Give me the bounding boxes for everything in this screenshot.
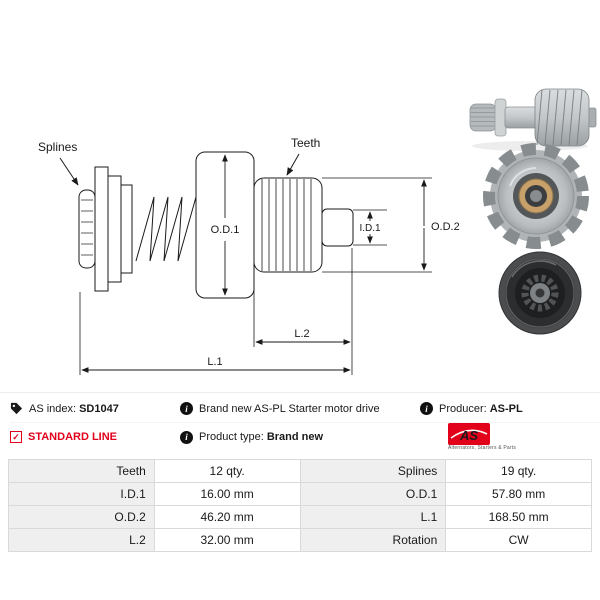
spec-label: Splines	[299, 459, 447, 483]
flange-stack	[94, 166, 133, 292]
spec-label: O.D.1	[299, 482, 447, 506]
logo-tagline: Alternators, Starters & Parts	[448, 445, 517, 451]
product-type-row: i Product type: Brand new	[180, 423, 420, 451]
spec-value: 32.00 mm	[153, 528, 301, 552]
pinion-shaft	[321, 208, 354, 247]
drawing-area: O.D.1 Splines Teeth	[38, 88, 597, 375]
info-column-producer: i Producer: AS-PL AS Alternators, Starte…	[420, 395, 600, 451]
dim-l1: L.1	[79, 292, 351, 375]
dim-l2: L.2	[253, 248, 353, 375]
producer-label: Producer:	[439, 402, 487, 415]
photo-damper-ring	[498, 251, 582, 335]
info-icon: i	[180, 402, 193, 415]
as-pl-logo: AS Alternators, Starters & Parts	[448, 423, 516, 451]
producer-row: i Producer: AS-PL	[420, 395, 600, 423]
label-splines: Splines	[38, 140, 79, 186]
info-icon: i	[420, 402, 433, 415]
label-teeth: Teeth	[286, 136, 320, 176]
spring	[135, 196, 197, 262]
check-icon: ✓	[10, 431, 22, 443]
splines-arrow	[59, 157, 79, 186]
spec-label: L.2	[8, 528, 155, 552]
spec-value: CW	[445, 528, 592, 552]
photo-shaft-gear	[469, 88, 597, 151]
as-index-value: SD1047	[79, 402, 119, 415]
table-row: I.D.1 16.00 mm O.D.1 57.80 mm	[8, 482, 592, 506]
spline-end	[78, 189, 96, 269]
dim-od2: O.D.2	[322, 177, 460, 273]
spec-table: Teeth 12 qty. Splines 19 qty. I.D.1 16.0…	[8, 459, 592, 552]
logo-text: AS	[459, 428, 478, 443]
spec-label: Teeth	[8, 459, 155, 483]
spec-label: Rotation	[299, 528, 447, 552]
brand-new-text: Brand new AS-PL Starter motor drive	[199, 402, 380, 415]
product-info-bar: AS index: SD1047 ✓ STANDARD LINE i Brand…	[0, 392, 600, 453]
technical-drawing: O.D.1 Splines Teeth	[38, 136, 460, 375]
as-index-row: AS index: SD1047	[10, 395, 180, 423]
tag-icon	[10, 402, 23, 415]
as-index-label: AS index:	[29, 402, 77, 415]
od2-label: O.D.2	[431, 221, 460, 233]
l2-label: L.2	[294, 328, 309, 340]
spec-label: L.1	[299, 505, 447, 529]
product-type-label: Product type:	[199, 431, 264, 443]
spec-value: 16.00 mm	[153, 482, 301, 506]
spec-value: 57.80 mm	[445, 482, 592, 506]
standard-line-label: STANDARD LINE	[28, 431, 118, 443]
id1-label: I.D.1	[359, 223, 381, 234]
standard-line-row: ✓ STANDARD LINE	[10, 423, 180, 451]
info-column-index: AS index: SD1047 ✓ STANDARD LINE	[0, 395, 180, 451]
dim-od1: O.D.1	[211, 154, 240, 296]
clutch-gear	[253, 177, 323, 273]
producer-value: AS-PL	[489, 402, 523, 415]
spec-label: O.D.2	[8, 505, 155, 529]
spec-value: 19 qty.	[445, 459, 592, 483]
od1-label: O.D.1	[211, 224, 240, 236]
as-pl-logo-mark: AS	[448, 423, 490, 445]
dim-id1: I.D.1	[353, 209, 387, 246]
splines-label: Splines	[38, 140, 77, 154]
l1-label: L.1	[207, 356, 222, 368]
teeth-label: Teeth	[291, 136, 320, 150]
photo-gear-front	[483, 143, 589, 249]
logo-row: AS Alternators, Starters & Parts	[420, 423, 600, 451]
brand-new-row: i Brand new AS-PL Starter motor drive	[180, 395, 420, 423]
info-icon: i	[180, 430, 193, 444]
info-column-description: i Brand new AS-PL Starter motor drive i …	[180, 395, 420, 451]
spec-value: 46.20 mm	[153, 505, 301, 529]
table-row: O.D.2 46.20 mm L.1 168.50 mm	[8, 505, 592, 529]
product-type-value: Brand new	[266, 431, 324, 443]
table-row: L.2 32.00 mm Rotation CW	[8, 528, 592, 552]
spec-value: 12 qty.	[153, 459, 301, 483]
table-row: Teeth 12 qty. Splines 19 qty.	[8, 459, 592, 483]
teeth-arrow	[286, 153, 300, 176]
spec-label: I.D.1	[8, 482, 155, 506]
spec-value: 168.50 mm	[445, 505, 592, 529]
